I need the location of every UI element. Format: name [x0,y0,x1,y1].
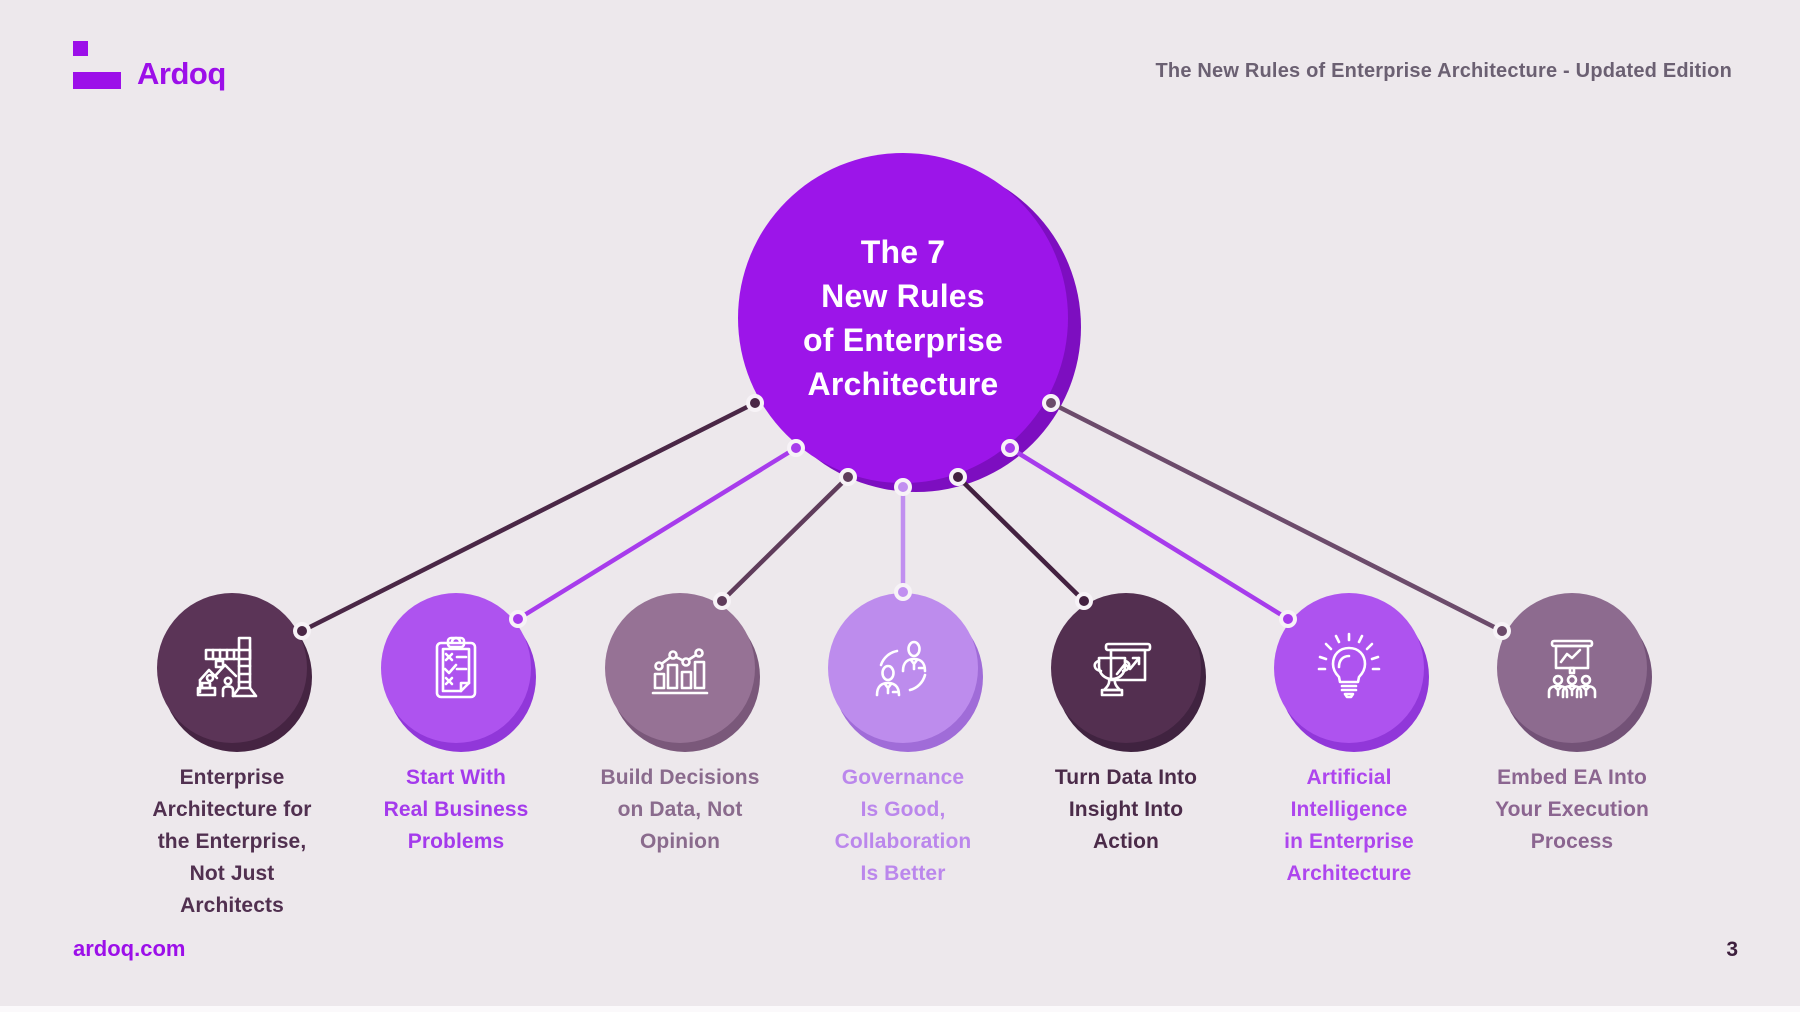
logo-square [73,41,88,56]
rule-label: Embed EA Into Your Execution Process [1495,766,1649,853]
header-title-prefix: The New Rules of Enterprise Architecture… [1155,60,1576,82]
ardoq-logo-icon [73,41,133,89]
logo-bar [73,72,121,89]
clipboard-checklist-icon [435,636,477,699]
center-title: The 7 New Rules of Enterprise Architectu… [803,233,1003,403]
rule-node-enterprise-architecture: Enterprise Architecture for the Enterpri… [152,593,312,917]
website-link: ardoq.com [73,936,186,961]
rule-node-execution-process: Embed EA Into Your Execution Process [1495,593,1652,853]
collaboration-icon [875,640,927,697]
rule-circle [1497,593,1647,743]
lightbulb-icon [1317,632,1381,699]
rule-circle [828,593,978,743]
rule-node-business-problems: Start With Real Business Problems [381,593,536,853]
rule-node-insight-action: Turn Data Into Insight Into Action [1051,593,1206,853]
rule-node-collaboration: Governance Is Good, Collaboration Is Bet… [828,593,983,885]
center-circle-face: The 7 New Rules of Enterprise Architectu… [738,153,1068,483]
connector-line-5 [956,475,1086,603]
bottom-strip [0,1006,1800,1012]
rule-node-data-decisions: Build Decisions on Data, Not Opinion [600,593,760,853]
presentation-audience-icon [1547,639,1597,699]
rule-circle [157,593,307,743]
logo-wordmark: Ardoq [137,56,226,91]
rule-circle [381,593,531,743]
rule-label: Build Decisions on Data, Not Opinion [600,766,760,853]
rule-circle [605,593,755,743]
construction-crane-icon [196,636,258,698]
trophy-chart-icon [1093,642,1152,697]
page-number: 3 [1726,938,1738,961]
rule-label: Start With Real Business Problems [383,766,529,853]
rule-node-artificial-intelligence: Artificial Intelligence in Enterprise Ar… [1274,593,1429,885]
slide-header-title: The New Rules of Enterprise Architecture… [1155,60,1732,83]
rule-label: Artificial Intelligence in Enterprise Ar… [1284,766,1414,885]
center-circle: The 7 New Rules of Enterprise Architectu… [738,153,1081,492]
bar-chart-icon [651,648,709,695]
rule-label: Enterprise Architecture for the Enterpri… [152,766,312,917]
rule-circle [1274,593,1424,743]
header-title-bold: Updated Edition [1575,60,1732,82]
rule-label: Turn Data Into Insight Into Action [1054,766,1198,853]
connector-line-3 [720,475,850,603]
rule-circle [1051,593,1201,743]
rule-label: Governance Is Good, Collaboration Is Bet… [834,766,972,885]
